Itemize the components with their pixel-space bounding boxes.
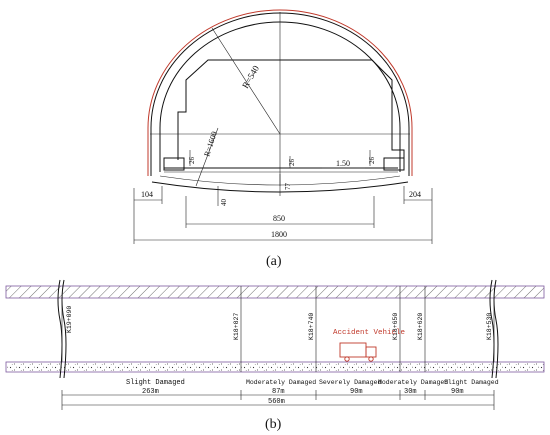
station-label: K18+620 (417, 313, 424, 340)
total-length: 560m (268, 398, 285, 406)
dim-26-right: 26 (368, 157, 376, 165)
panel-b-damage-plan: K19+090 K18+827 K18+740 K18+650 K18+620 … (5, 279, 545, 432)
zone-length: 263m (142, 388, 159, 396)
dim-26-center: 26 (288, 159, 296, 167)
dim-40-label: 40 (220, 199, 228, 207)
station-label: K19+090 (66, 306, 73, 333)
panel-a-tunnel-section: R=540 R=1600 26 26 26 1.50 77 40 104 204… (133, 9, 433, 269)
accident-vehicle-icon (339, 342, 377, 362)
station-label: K18+530 (486, 313, 493, 340)
panel-b-caption: (b) (265, 417, 282, 432)
zone-label: Slight Damaged (444, 379, 499, 386)
dim-150-label: 1.50 (336, 159, 350, 168)
outer-lining-red (147, 9, 413, 176)
zone-length: 90m (350, 388, 363, 396)
radius-line-invert (195, 127, 219, 187)
left-break-mark (57, 279, 67, 379)
radius-invert-label: R=1600 (202, 130, 219, 157)
right-break-mark (489, 279, 499, 379)
dim-104-label: 104 (141, 190, 153, 199)
station-label: K18+827 (233, 313, 240, 340)
right-sidewalk (383, 157, 405, 171)
clearance-outline (177, 59, 405, 160)
zone-length: 30m (404, 388, 417, 396)
dim-1800-label: 1800 (271, 230, 287, 239)
zone-length: 90m (451, 388, 464, 396)
left-sidewalk (163, 157, 185, 171)
zone-label: Slight Damaged (126, 379, 185, 387)
zone-label: Moderately Damaged (378, 379, 448, 386)
dim-26-left: 26 (188, 157, 196, 165)
bottom-wall (5, 361, 545, 373)
zone-length: 87m (272, 388, 285, 396)
dim-850-label: 850 (273, 214, 285, 223)
station-label: K18+650 (392, 313, 399, 340)
dim-77-label: 77 (284, 183, 292, 191)
accident-vehicle-label: Accident Vehicle (333, 329, 405, 337)
panel-a-caption: (a) (266, 254, 282, 269)
zone-label: Severely Damaged (319, 379, 382, 386)
top-wall (5, 285, 545, 299)
dim-204-label: 204 (409, 190, 421, 199)
zone-label: Moderately Damaged (246, 379, 316, 386)
radius-line-outer (211, 27, 281, 135)
station-label: K18+740 (308, 313, 315, 340)
